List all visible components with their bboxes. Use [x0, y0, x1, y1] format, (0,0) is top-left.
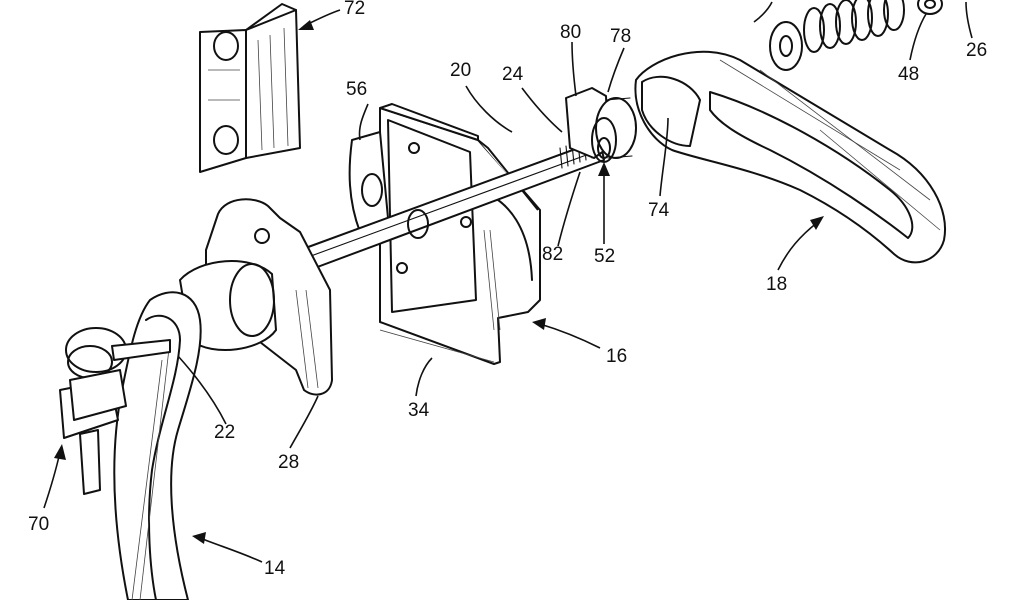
- label-80: 80: [560, 22, 581, 43]
- label-24: 24: [502, 64, 524, 85]
- handle-14: [113, 291, 202, 600]
- label-16: 16: [606, 346, 627, 367]
- label-22: 22: [214, 422, 235, 443]
- leader-lines: [43, 1, 973, 563]
- label-70: 70: [28, 514, 49, 535]
- label-26: 26: [966, 40, 987, 61]
- nut-80: [565, 87, 637, 163]
- label-52: 52: [594, 246, 615, 267]
- cam-56: [348, 131, 389, 233]
- label-18: 18: [766, 274, 787, 295]
- label-28: 28: [278, 452, 299, 473]
- label-48: 48: [898, 64, 919, 85]
- handle-18: [634, 50, 946, 264]
- label-74: 74: [648, 200, 670, 221]
- label-78: 78: [610, 26, 631, 47]
- label-72: 72: [344, 0, 365, 19]
- label-56: 56: [346, 79, 367, 100]
- label-82: 82: [542, 244, 563, 265]
- label-34: 34: [408, 400, 430, 421]
- label-20: 20: [450, 60, 471, 81]
- label-14: 14: [264, 558, 286, 579]
- reference-labels: 72 56 20 24 80 78 48 26 74 82 52 18 16 3…: [28, 0, 987, 579]
- spring-washer-group: [769, 0, 943, 71]
- bracket-72: [199, 3, 301, 173]
- keys-70: [59, 327, 171, 495]
